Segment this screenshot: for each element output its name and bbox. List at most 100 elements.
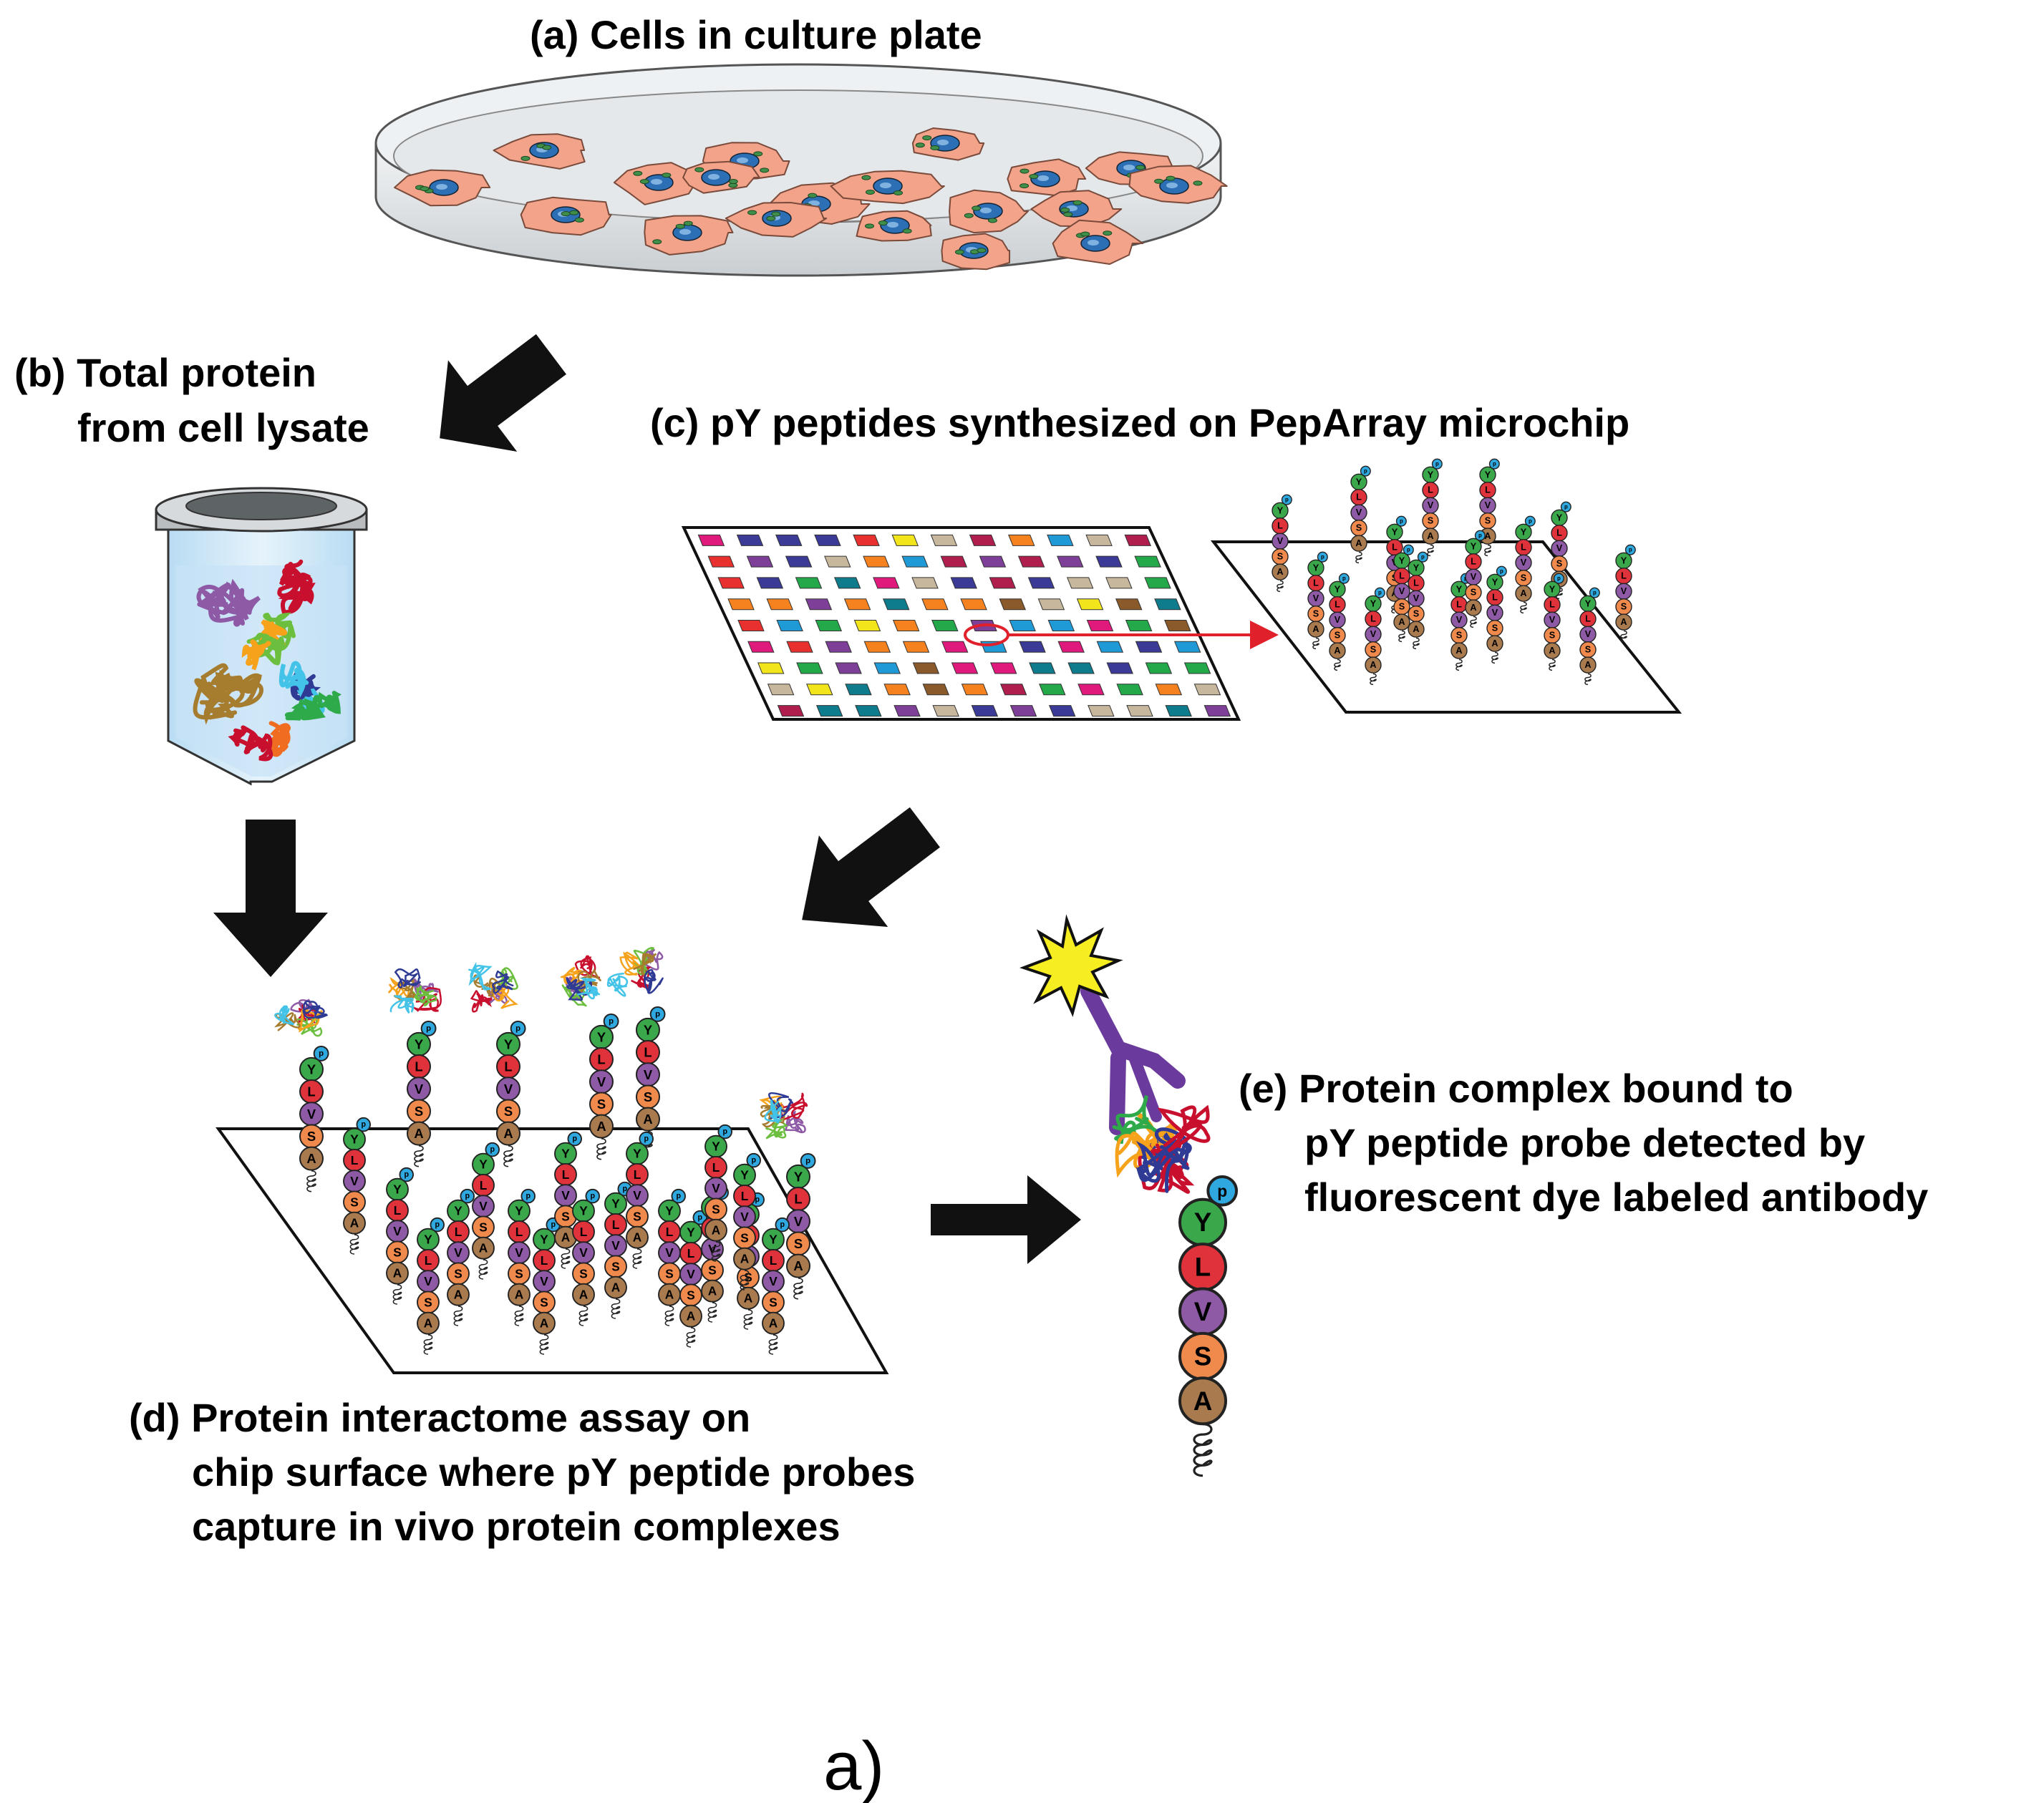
residue-Y: Y [496, 1031, 520, 1056]
cell [1007, 158, 1087, 197]
residue-A: A [472, 1236, 495, 1260]
svg-text:Y: Y [769, 1233, 778, 1247]
peptide-plate-zoom: pYLVSApYLVSApYLVSApYLVSApYLVSApYLVSApYLV… [1210, 458, 1682, 714]
residue-Y: Y [1544, 580, 1561, 598]
residue-S: S [1544, 626, 1561, 644]
svg-text:Y: Y [1471, 541, 1477, 551]
arrow-a-to-b [440, 334, 566, 452]
svg-text:L: L [307, 1084, 315, 1099]
chip-spot [756, 577, 784, 589]
svg-text:V: V [1456, 615, 1463, 625]
svg-text:V: V [1370, 629, 1377, 639]
residue-p: p [1589, 587, 1600, 598]
chip-spot [1086, 619, 1114, 631]
residue-p: p [1624, 544, 1636, 555]
svg-text:S: S [744, 1270, 752, 1284]
residue-S: S [604, 1255, 627, 1278]
chip-spot [1154, 598, 1181, 611]
svg-text:S: S [307, 1129, 316, 1144]
residue-A: A [701, 1279, 724, 1303]
protein-tangle [228, 721, 291, 762]
residue-L: L [1515, 539, 1532, 556]
svg-text:Y: Y [415, 1036, 423, 1051]
svg-text:A: A [1355, 538, 1362, 548]
svg-text:L: L [666, 1225, 674, 1239]
chip-spot [855, 705, 882, 717]
svg-text:A: A [744, 1291, 752, 1306]
chip-spot [1116, 684, 1143, 696]
svg-text:p: p [751, 1156, 756, 1165]
residue-V: V [1465, 568, 1482, 585]
residue-p: p [603, 1013, 619, 1029]
chip-spot [1144, 577, 1171, 589]
svg-text:A: A [712, 1223, 720, 1238]
svg-text:Y: Y [579, 1204, 588, 1218]
chip-spot [727, 598, 755, 611]
residue-p: p [1553, 573, 1564, 584]
residue-S: S [1450, 626, 1468, 644]
svg-text:L: L [712, 1160, 720, 1175]
residue-A: A [737, 1286, 760, 1310]
svg-text:S: S [633, 1209, 641, 1223]
svg-text:V: V [740, 1210, 749, 1224]
residue-L: L [786, 1187, 810, 1212]
svg-text:L: L [1335, 600, 1340, 610]
svg-text:A: A [1549, 646, 1555, 656]
chip-spot [1135, 641, 1163, 653]
svg-text:S: S [740, 1230, 749, 1245]
residue-L: L [1486, 589, 1503, 606]
residue-Y: Y [572, 1199, 595, 1223]
label-a: (a) Cells in culture plate [530, 12, 982, 57]
residue-V: V [1393, 583, 1410, 600]
svg-text:A: A [414, 1126, 423, 1141]
residue-A: A [386, 1261, 409, 1285]
svg-text:p: p [1285, 497, 1289, 503]
svg-text:Y: Y [1335, 584, 1341, 594]
chip-spot [1164, 619, 1191, 631]
arrow-d-to-e [931, 1175, 1081, 1264]
chip-spot [1066, 577, 1094, 589]
svg-text:S: S [1471, 588, 1476, 598]
protein-tangle [560, 955, 601, 1007]
label-d-line1: (d) Protein interactome assay on [129, 1395, 750, 1440]
svg-text:L: L [394, 1203, 402, 1218]
svg-text:V: V [769, 1274, 778, 1288]
chip-spot [930, 534, 958, 546]
svg-text:A: A [633, 1230, 641, 1245]
cell [830, 170, 945, 205]
svg-text:V: V [1399, 586, 1405, 596]
residue-A: A [1579, 656, 1597, 674]
chip-spot [999, 684, 1027, 696]
svg-text:A: A [1470, 603, 1476, 613]
residue-S: S [572, 1262, 595, 1286]
fluorescent-dye-star [1019, 914, 1123, 1017]
chip-spot [873, 577, 900, 589]
chip-spot [1039, 684, 1066, 696]
residue-V: V [417, 1270, 440, 1293]
svg-text:p: p [644, 1134, 649, 1143]
residue-A: A [1329, 642, 1346, 659]
svg-text:V: V [1549, 615, 1556, 625]
residue-S: S [472, 1215, 495, 1239]
residue-V: V [554, 1184, 577, 1207]
svg-text:A: A [424, 1316, 432, 1331]
residue-p: p [399, 1167, 414, 1182]
protein-tangle [387, 968, 442, 1014]
residue-Y: Y [1408, 559, 1425, 576]
residue-A: A [1408, 621, 1425, 638]
svg-text:L: L [644, 1045, 652, 1060]
residue-L: L [658, 1220, 681, 1243]
svg-text:V: V [1471, 572, 1477, 582]
svg-text:V: V [515, 1245, 523, 1260]
svg-text:p: p [755, 1195, 760, 1204]
protein-tangle [285, 691, 342, 721]
residue-p: p [1281, 494, 1292, 505]
